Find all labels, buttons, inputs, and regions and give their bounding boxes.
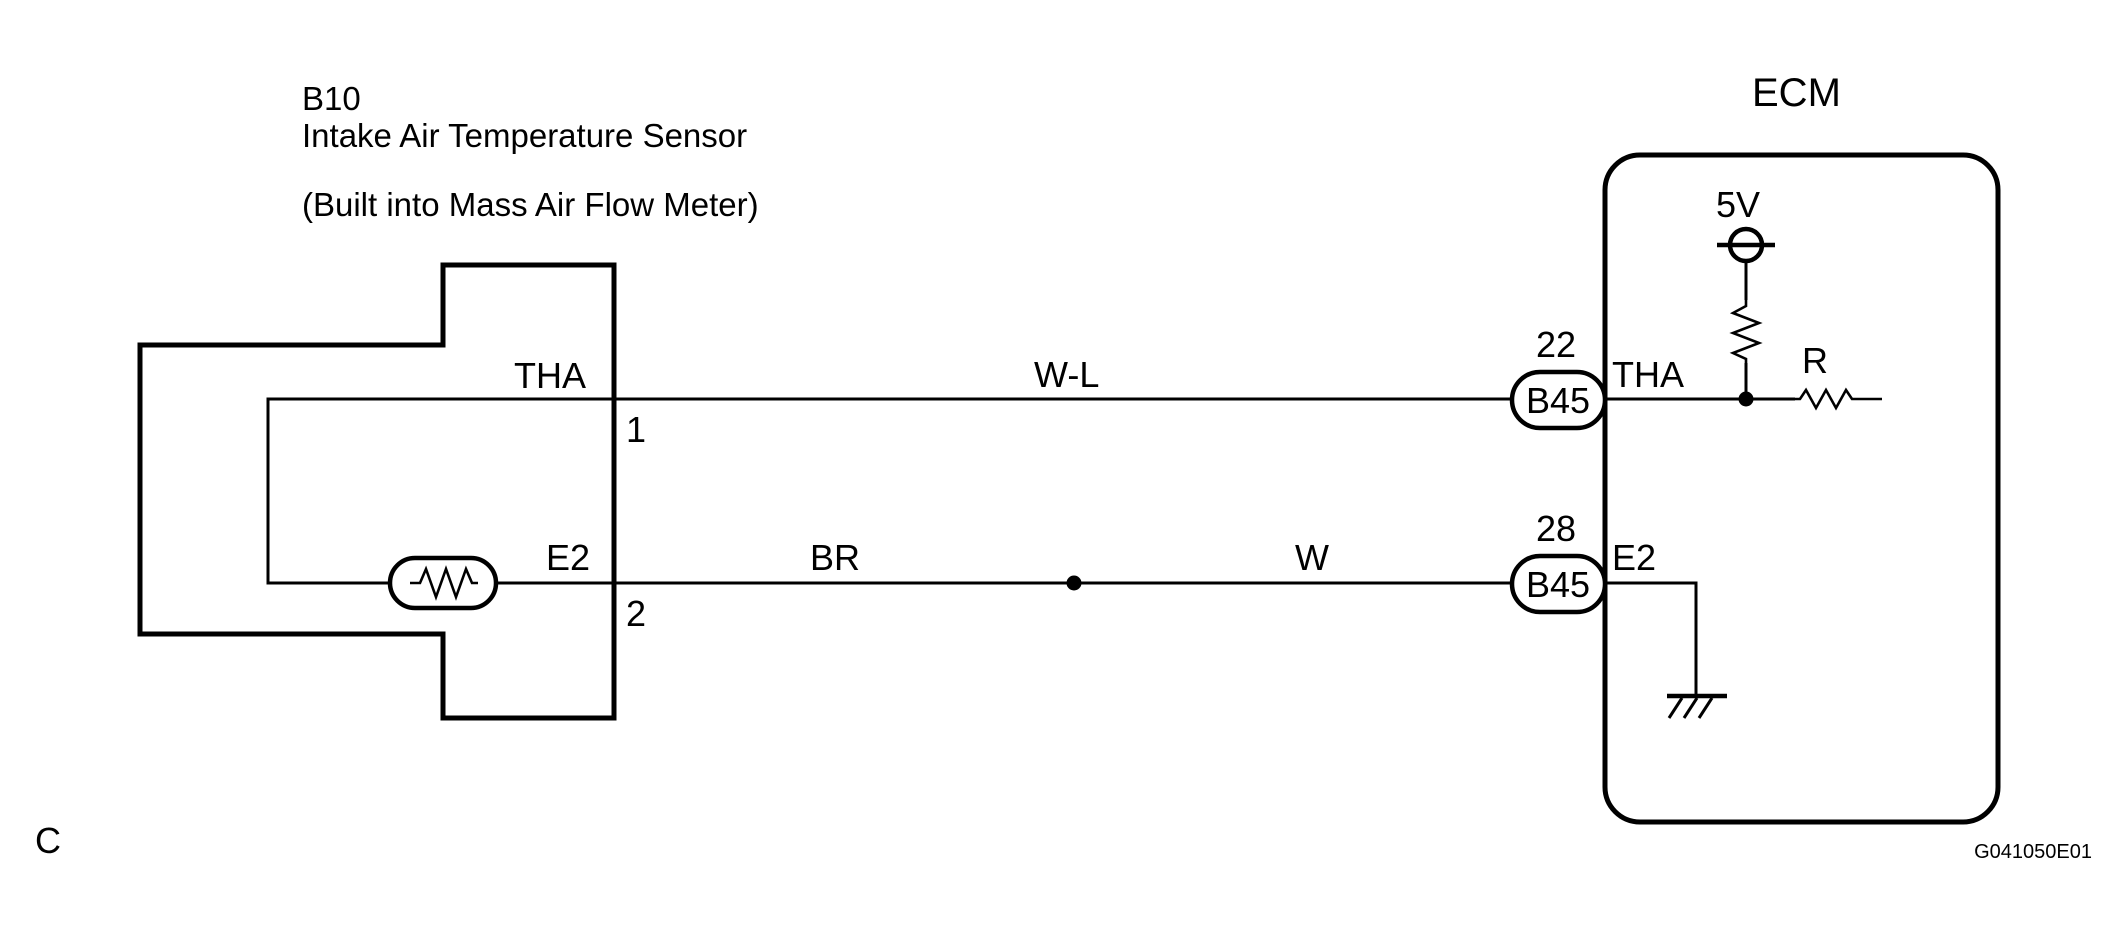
- e2-wire-color-left: BR: [810, 537, 860, 578]
- harness: W-L BR W: [614, 354, 1512, 591]
- thermistor-symbol: [387, 555, 499, 611]
- ground-symbol: [1667, 693, 1727, 719]
- r-resistor-label: R: [1802, 340, 1828, 381]
- figure-code: G041050E01: [1974, 841, 2092, 863]
- ecm-pin-tha-label: THA: [1612, 354, 1684, 395]
- ecm-outline: [1602, 152, 2001, 825]
- ecm-pin-e2-label: E2: [1612, 537, 1656, 578]
- sensor-pin-1-number: 1: [626, 409, 646, 450]
- pullup-resistor-symbol: [1729, 300, 1763, 363]
- supply-terminal-symbol: [1717, 226, 1775, 264]
- connector-tha-code: B45: [1526, 380, 1590, 421]
- connector-e2-code: B45: [1526, 564, 1590, 605]
- e2-wire-color-right: W: [1295, 537, 1329, 578]
- connector-tha-pin-number: 22: [1536, 324, 1576, 365]
- tha-wire-color: W-L: [1034, 354, 1099, 395]
- supply-voltage-label: 5V: [1716, 184, 1760, 225]
- ecm-title: ECM: [1752, 71, 1841, 115]
- connector-e2: 28 B45: [1509, 508, 1608, 615]
- sensor-block: B10 Intake Air Temperature Sensor (Built…: [137, 80, 759, 721]
- connector-e2-outline: [1509, 553, 1608, 615]
- sensor-pin-e2-label: E2: [546, 537, 590, 578]
- r-resistor-symbol: [1795, 387, 1882, 411]
- connector-e2-pin-number: 28: [1536, 508, 1576, 549]
- splice-point: [1066, 575, 1082, 591]
- ecm-e2-internal-wire: [1605, 581, 1698, 696]
- ecm-block: ECM 5V R THA E2: [1602, 71, 2001, 825]
- sensor-housing-outline: [137, 262, 617, 721]
- connector-tha-outline: [1509, 369, 1608, 431]
- sensor-code: B10: [302, 80, 361, 117]
- footer-letter: C: [35, 820, 61, 861]
- sensor-pin-tha-label: THA: [514, 355, 586, 396]
- connector-tha: 22 B45: [1509, 324, 1608, 431]
- sensor-pin-2-number: 2: [626, 593, 646, 634]
- sensor-note: (Built into Mass Air Flow Meter): [302, 186, 759, 223]
- sensor-internal-loop: [266, 397, 614, 585]
- sensor-name: Intake Air Temperature Sensor: [302, 117, 747, 154]
